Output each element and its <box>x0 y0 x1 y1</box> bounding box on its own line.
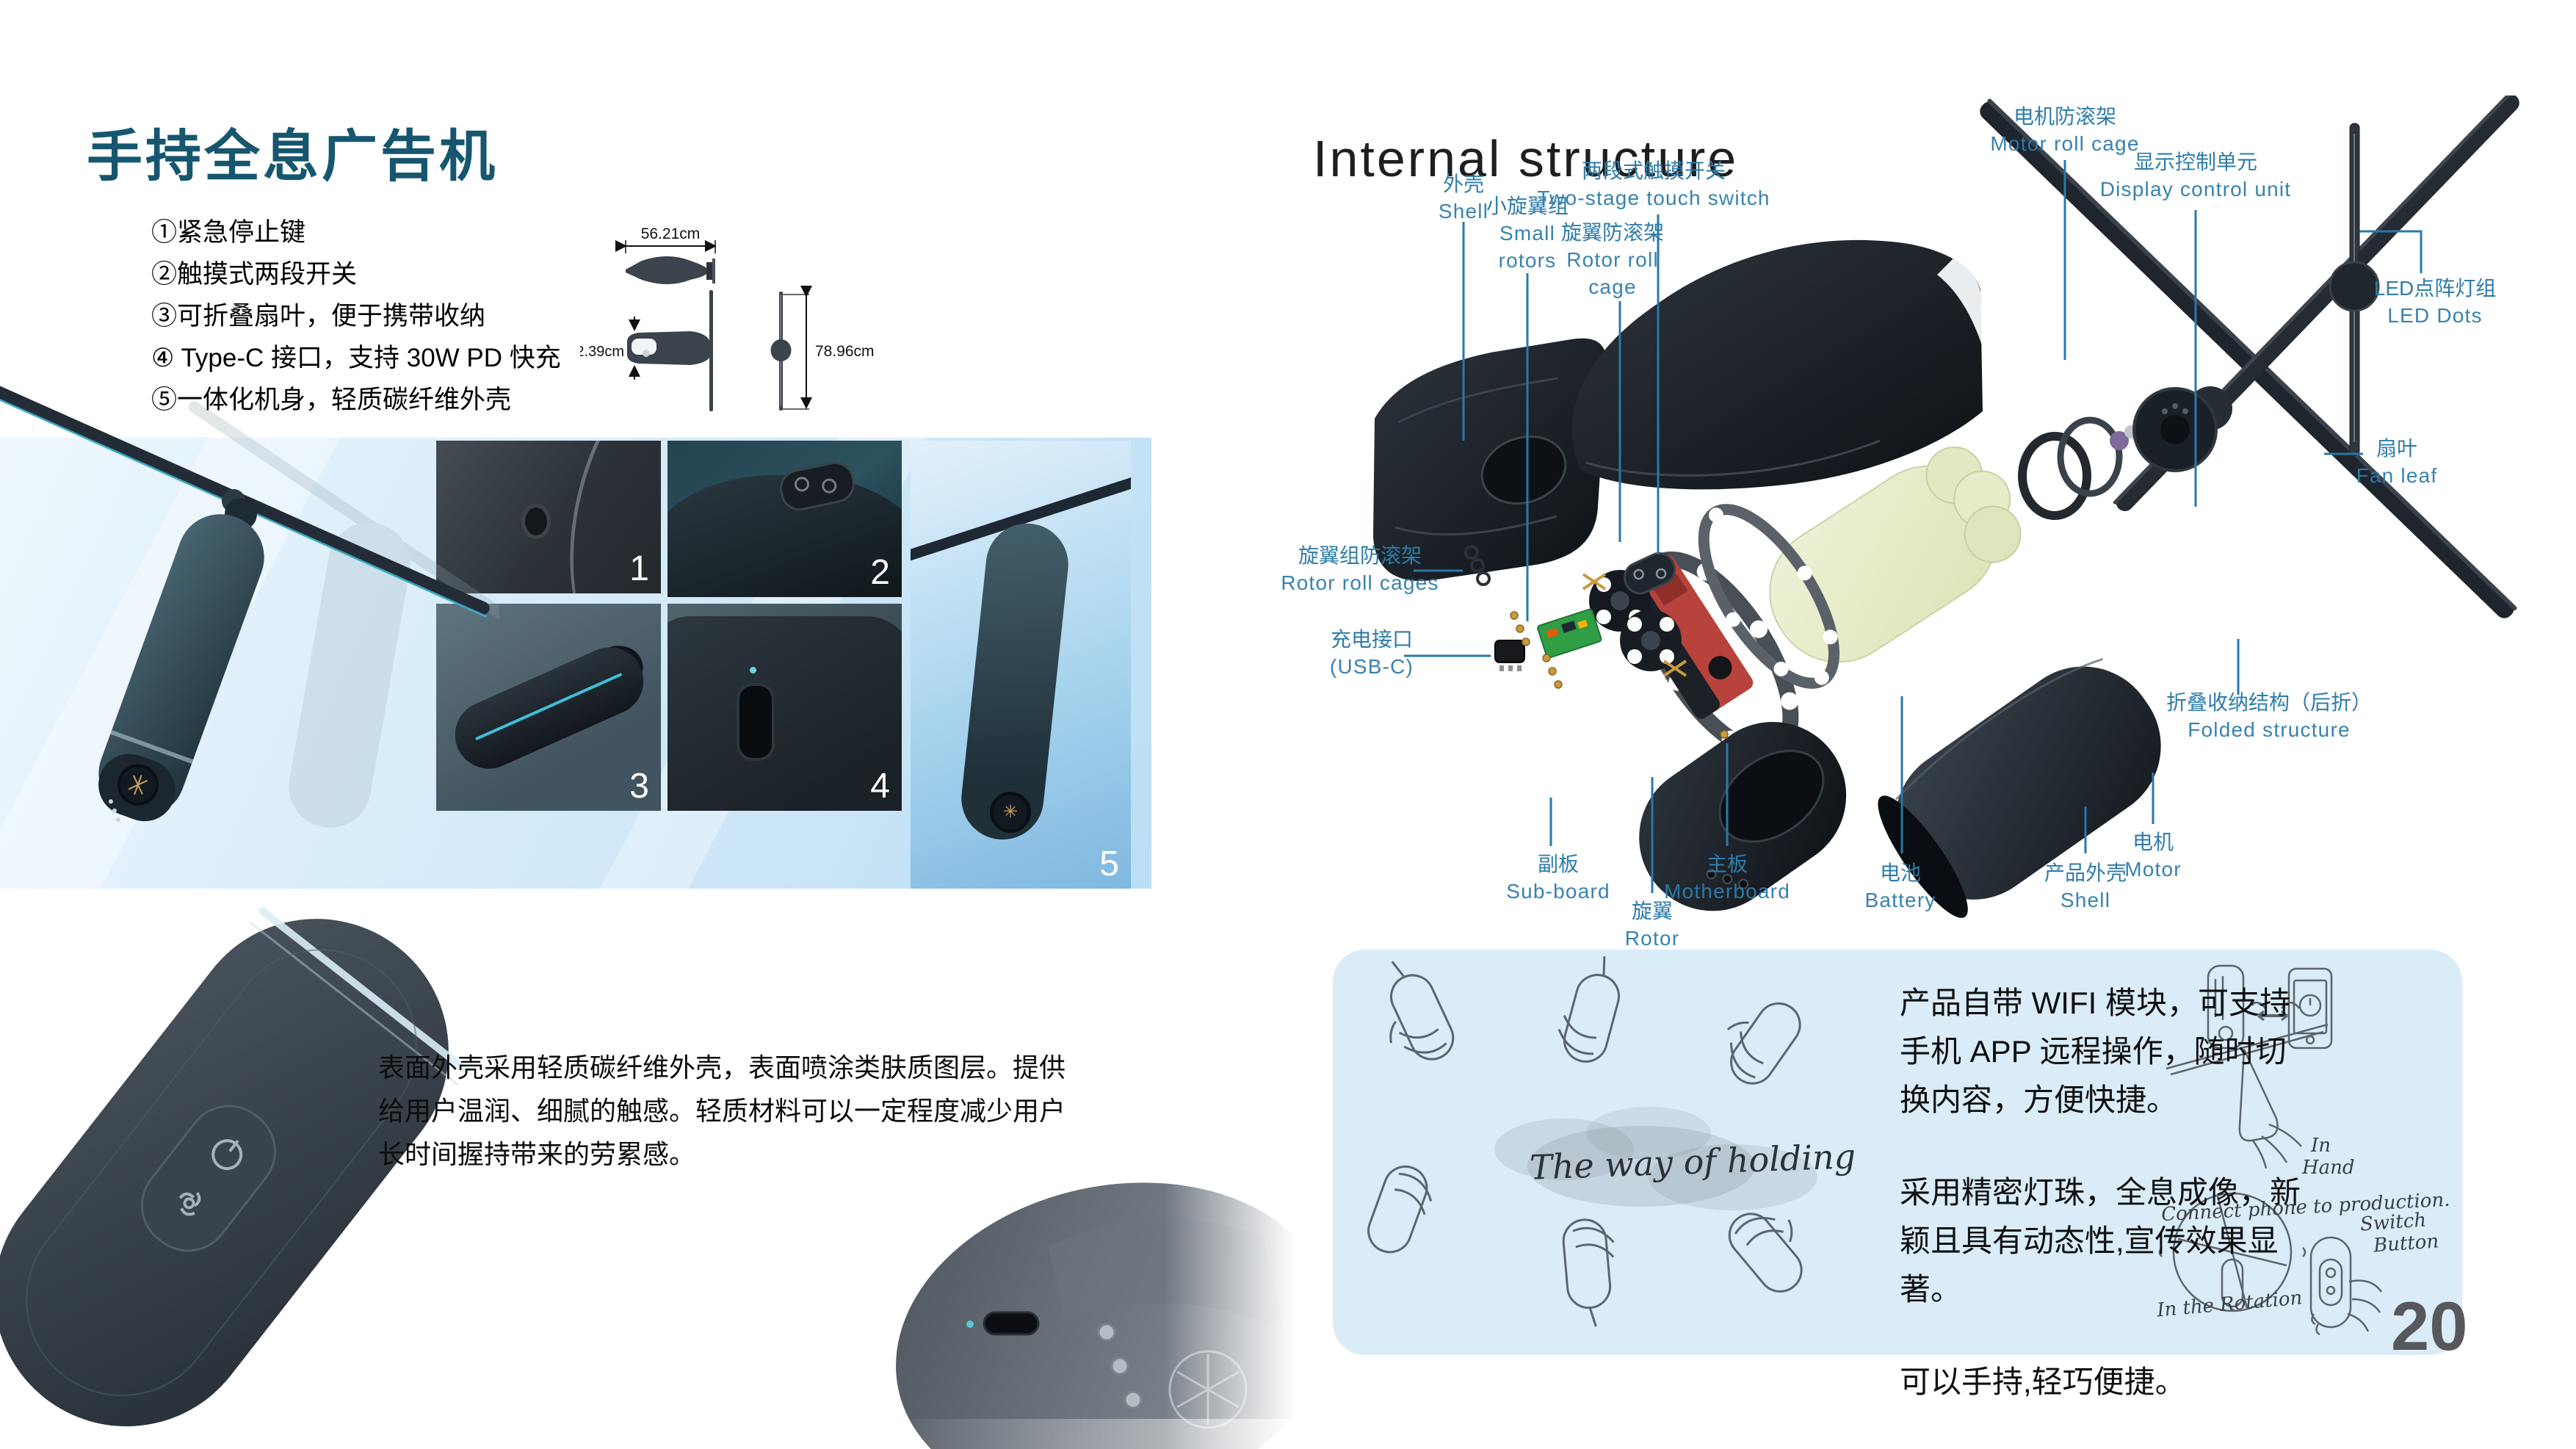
feature-list: ①紧急停止键 ②触摸式两段开关 ③可折叠扇叶，便于携带收纳 ④ Type-C 接… <box>151 212 561 421</box>
hero-device-render <box>0 380 499 828</box>
part-cone-rings <box>2018 416 2142 520</box>
panel-text: 产品自带 WIFI 模块，可支持手机 APP 远程操作，随时切换内容，方便快捷。… <box>1900 979 2302 1449</box>
holding-sketches <box>1367 956 2383 1336</box>
photo-number: 4 <box>870 767 890 806</box>
material-paragraph: 表面外壳采用轻质碳纤维外壳，表面喷涂类肤质图层。提供给用户温润、细腻的触感。轻质… <box>378 1052 1066 1169</box>
dimension-drawing: 56.21cm 12.39cm 78.96cm <box>580 225 874 411</box>
fan-grille-photo: ✳ <box>990 792 1031 833</box>
section-title: Internal structure <box>1313 130 1739 188</box>
usb-c-port-render <box>983 1311 1040 1336</box>
leader-lines <box>1404 160 2423 893</box>
dimension-width-label: 56.21cm <box>641 225 701 242</box>
photo-number: 3 <box>629 767 649 806</box>
feature-item: ④ Type-C 接口，支持 30W PD 快充 <box>151 344 561 372</box>
part-handle-front <box>1639 721 1847 911</box>
part-outer-shell-top <box>1572 239 1983 490</box>
part-rear-shell <box>1878 658 2161 918</box>
two-stage-switch-render <box>140 1105 277 1252</box>
panel-paragraph: 可以手持,轻巧便捷。 <box>1900 1365 2186 1399</box>
panel-paragraph: 产品自带 WIFI 模块，可支持手机 APP 远程操作，随时切换内容，方便快捷。 <box>1900 986 2290 1117</box>
part-touch-switch <box>1623 552 1676 595</box>
label-rotor-roll-cage: 旋翼防滚架 Rotor roll cage <box>1560 221 1665 298</box>
photo-number: 5 <box>1099 845 1119 884</box>
photo-number: 2 <box>870 553 890 592</box>
small-rotors-render <box>1097 1323 1143 1409</box>
part-rotor-wheels <box>1582 570 1687 677</box>
dimension-height-label: 12.39cm <box>580 344 624 360</box>
label-charging-port: 充电接口(USB-C) <box>1329 628 1414 678</box>
feature-item: ⑤一体化机身，轻质碳纤维外壳 <box>151 386 512 414</box>
part-small-rings <box>1464 545 1491 586</box>
photo-tile-2: 2 <box>667 441 902 597</box>
feature-item: ③可折叠扇叶，便于携带收纳 <box>151 302 486 330</box>
label-small-rotors: 小旋翼组 Small rotors <box>1486 195 1569 272</box>
part-left-shell <box>1373 338 1607 582</box>
photo-number: 1 <box>629 549 649 588</box>
button-hole-photo <box>521 504 551 539</box>
photo-tile-3: 3 <box>436 604 661 811</box>
photo-tile-4: 4 <box>667 604 902 811</box>
label-folded-structure: 折叠收纳结构（后折）Folded structure <box>2166 691 2373 741</box>
part-pcb <box>1537 608 1602 659</box>
feature-item: ②触摸式两段开关 <box>151 260 358 289</box>
bottom-view-render <box>885 1147 1296 1449</box>
part-fan-blades <box>1980 95 2519 618</box>
page-number: 20 <box>2391 1287 2468 1365</box>
usb-c-port-photo <box>737 683 775 761</box>
page-title: 手持全息广告机 <box>87 125 498 188</box>
part-led-blade-side <box>2329 123 2380 456</box>
handle-closeup-render <box>0 907 469 1427</box>
photo-tile-5: ✳ 5 <box>911 441 1131 889</box>
photo-tile-1: 1 <box>436 441 661 593</box>
panel-paragraph: 采用精密灯珠，全息成像，新颖且具有动态性,宣传效果显著。 <box>1900 1175 2301 1307</box>
part-usb-c <box>1494 640 1525 671</box>
dimension-blade-label: 78.96cm <box>815 343 874 360</box>
usage-panel: The way of holding 产品自带 WIFI 模块，可支持手机 AP… <box>1333 950 2462 1399</box>
exploded-diagram <box>1373 95 2519 918</box>
feature-item: ①紧急停止键 <box>151 218 306 247</box>
